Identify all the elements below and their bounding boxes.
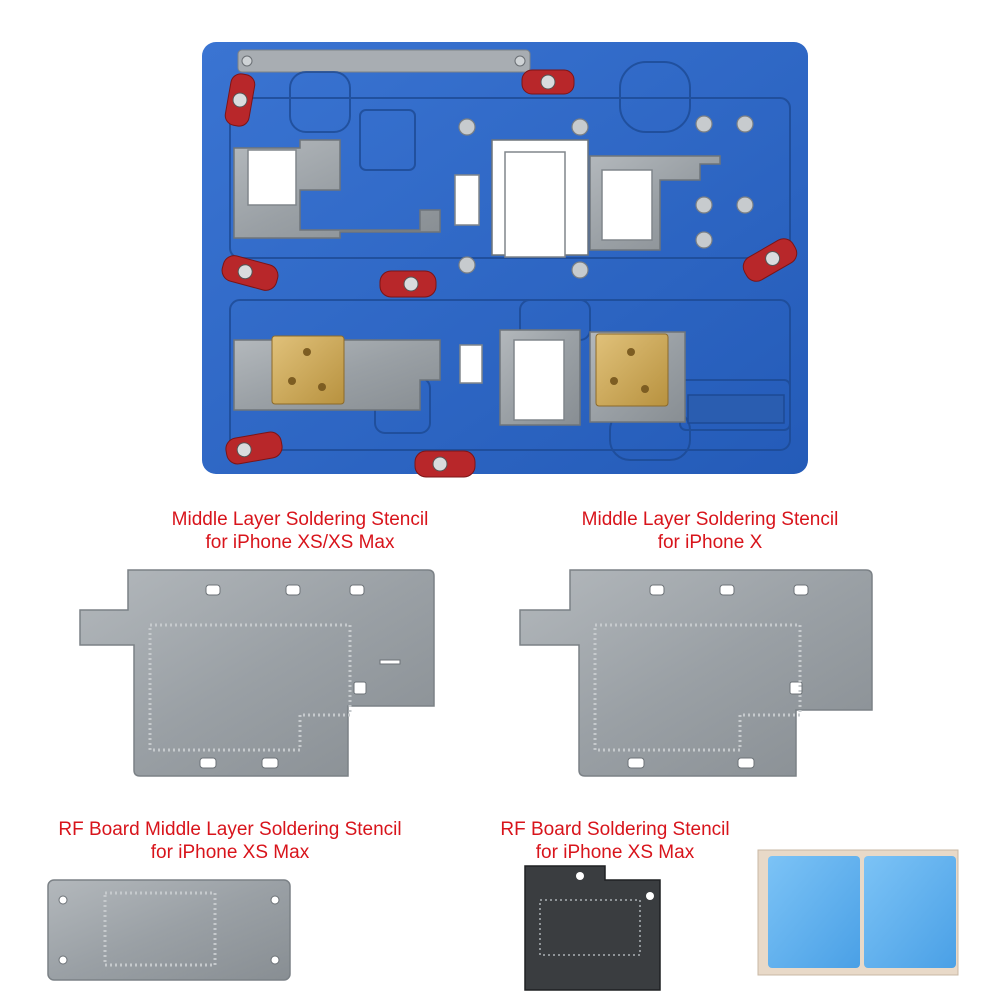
caption-rf-stencil: RF Board Soldering Stencil for iPhone XS… bbox=[450, 818, 780, 864]
caption-line: Middle Layer Soldering Stencil bbox=[171, 509, 429, 530]
caption-rf-middle-stencil: RF Board Middle Layer Soldering Stencil … bbox=[20, 818, 440, 864]
caption-line: for iPhone XS Max bbox=[535, 842, 695, 863]
caption-line: for iPhone XS Max bbox=[150, 842, 310, 863]
brass-block-right bbox=[595, 333, 669, 407]
caption-xs-stencil: Middle Layer Soldering Stencil for iPhon… bbox=[110, 508, 490, 554]
caption-line: for iPhone X bbox=[657, 532, 763, 553]
caption-x-stencil: Middle Layer Soldering Stencil for iPhon… bbox=[520, 508, 900, 554]
caption-line: Middle Layer Soldering Stencil bbox=[581, 509, 839, 530]
caption-line: for iPhone XS/XS Max bbox=[205, 532, 395, 553]
caption-line: RF Board Middle Layer Soldering Stencil bbox=[58, 819, 402, 840]
fixture-label-plate bbox=[237, 49, 531, 73]
caption-line: RF Board Soldering Stencil bbox=[500, 819, 730, 840]
clamp-icon bbox=[221, 69, 798, 478]
brass-block-left bbox=[271, 335, 345, 405]
